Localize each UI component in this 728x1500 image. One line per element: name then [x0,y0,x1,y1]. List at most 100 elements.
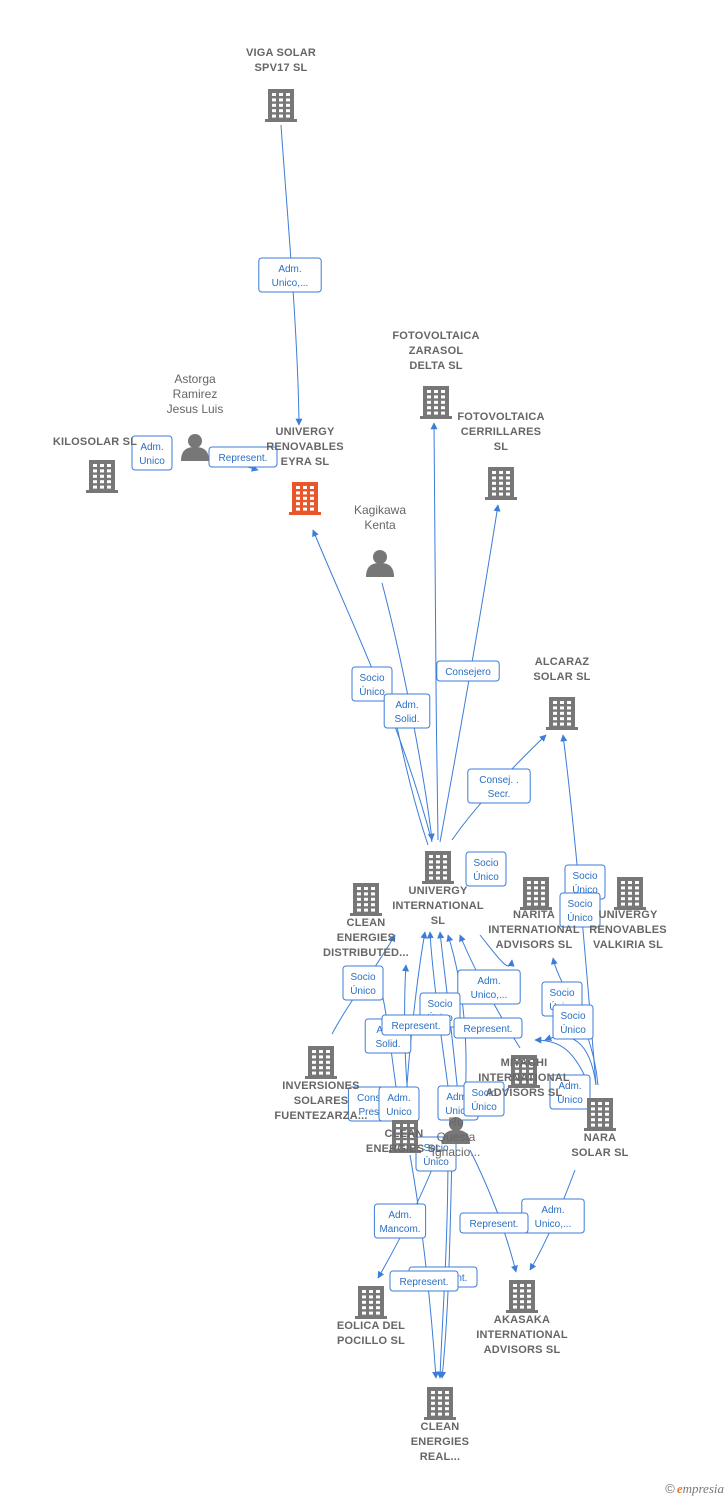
edge-label-box [131,435,173,471]
node-label: DELTA SL [409,360,462,372]
building-icon [305,1046,337,1079]
node-label: INTERNATIONAL [478,1072,570,1084]
edge-label-text: Unico,... [272,278,309,289]
edge-label-text: Unico,... [471,990,508,1001]
edge-label-25[interactable]: Adm. Mancom. [373,1203,427,1239]
node-label: FOTOVOLTAICA [392,330,479,342]
edge-label-text: Único [560,1023,586,1036]
edge-label-text: Represent. [464,1024,513,1035]
node-label: Jesus Luis [167,402,224,416]
node-inversiones[interactable]: INVERSIONESSOLARESFUENTEZARZA... [274,1046,367,1122]
edge-label-text: Único [473,870,499,883]
node-clean_real[interactable]: CLEANENERGIESREAL... [411,1387,469,1463]
edge-label-29[interactable]: Adm.Unico [549,1074,591,1110]
edge-label-20[interactable]: Adm.Unico [378,1086,420,1122]
edge-label-box [381,1014,451,1036]
edge-label-11[interactable]: Adm. Unico,... [457,969,521,1005]
edge-label-text: Mancom. [379,1224,420,1235]
edge-label-text: Represent. [400,1277,449,1288]
node-label: SPV17 SL [255,62,308,74]
node-label: DISTRIBUTED... [323,947,409,959]
edge-questa-to-clean_real [436,1149,449,1379]
node-label: INTERNATIONAL [476,1329,568,1341]
node-label: VALKIRIA SL [593,939,663,951]
edge-label-text: Adm. [388,1210,411,1221]
edge-label-0[interactable]: Adm.Unico,... [258,257,322,293]
edge-label-box [459,1212,529,1234]
node-label: NARITA [513,909,555,921]
node-clean_distributed[interactable]: CLEANENERGIESDISTRIBUTED... [323,883,409,959]
edge-label-text: Socio [359,673,384,684]
node-label: POCILLO SL [337,1335,405,1347]
node-label: Kenta [364,518,396,532]
edge-univergy_int-to-narita [479,934,515,967]
edge-label-text: Consej. [357,1093,391,1104]
edge-label-text: Socio [350,972,375,983]
edge-label-text: Unico [386,1107,412,1118]
brand-logo-letter: e [676,1481,683,1496]
edge-univergy_int-to-fv_cerrillares [439,504,501,843]
edge-label-4[interactable]: Adm.Solid. [383,693,431,729]
node-label: UNIVERGY [598,909,658,921]
building-icon [420,386,452,419]
edge-label-28[interactable]: Represent. [389,1270,459,1292]
building-icon [520,877,552,910]
edge-univergy_int-to-fv_zarasol [430,422,439,841]
node-label: CERRILLARES [461,426,541,438]
node-questa[interactable]: RoQuestaIgnacio... [432,1115,481,1159]
brand-name: mpresia [682,1481,724,1496]
edge-label-18[interactable]: Represent. [453,1017,523,1039]
edge-label-text: Socio [572,871,597,882]
edge-label-2[interactable]: Represent. [208,446,278,468]
node-label: ENERGIES [337,932,395,944]
edge-label-7[interactable]: Consej. .Secr. [467,768,531,804]
edge-label-26[interactable]: Represent. [459,1212,529,1234]
edge-label-box [351,666,393,702]
edge-label-box [467,768,531,804]
edge-label-text: Adm. [477,976,500,987]
edge-label-text: Único [359,685,385,698]
node-label: SL [494,441,509,453]
edge-label-17[interactable]: Represent. [381,1014,451,1036]
node-kilosolar[interactable]: KILOSOLAR SL [53,436,137,493]
node-label: SL [431,915,446,927]
building-icon [584,1098,616,1131]
node-label: ALCARAZ [535,656,590,668]
edge-label-text: Socio [560,1011,585,1022]
node-label: Ro [448,1115,464,1129]
edge-label-1[interactable]: Adm.Unico [131,435,173,471]
edge-label-text: Presid. [358,1107,389,1118]
edge-label-23[interactable]: Adm.Unico,... [521,1198,585,1234]
edge-label-text: Unico [557,1095,583,1106]
node-label: CLEAN [421,1421,460,1433]
edge-label-text: Socio [471,1088,496,1099]
edge-label-text: Represent. [392,1021,441,1032]
edge-label-6[interactable]: Consejero [436,660,500,682]
node-label: AKASAKA [494,1314,550,1326]
node-label: Astorga [174,372,216,386]
edge-label-box [549,1074,591,1110]
